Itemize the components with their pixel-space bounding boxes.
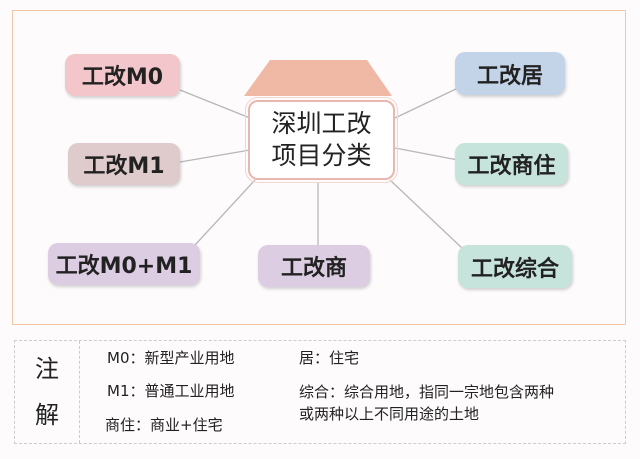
- center-title-box: 深圳工改 项目分类: [245, 97, 398, 183]
- node-ju: 工改居: [455, 52, 565, 95]
- node-shangzhu: 工改商住: [455, 143, 568, 185]
- node-zonghe: 工改综合: [458, 245, 572, 288]
- connector-ju: [394, 87, 459, 119]
- center-title-line-1: 深圳工改: [271, 109, 372, 138]
- legend-heading: 注 解: [15, 341, 80, 443]
- node-m0: 工改M0: [65, 54, 180, 96]
- legend-shangzhu: 商住：商业+住宅: [105, 416, 223, 434]
- legend-heading-2: 解: [35, 401, 59, 429]
- legend-box: 注 解 M0：新型产业用地 M1：普通工业用地 商住：商业+住宅 居：住宅 综合…: [14, 340, 626, 444]
- legend-zonghe-1: 综合：综合用地，指同一宗地包含两种: [299, 383, 555, 401]
- connector-zonghe: [389, 179, 463, 249]
- node-m0-m1: 工改M0+M1: [48, 243, 200, 285]
- roof-shape: [244, 60, 392, 96]
- legend-m1: M1：普通工业用地: [107, 382, 235, 400]
- legend-zonghe-2: 或两种以上不同用途的土地: [299, 405, 480, 423]
- connector-m0m1: [194, 179, 256, 246]
- legend-heading-1: 注: [35, 355, 59, 383]
- legend-m0: M0：新型产业用地: [107, 349, 235, 367]
- connector-m1: [179, 149, 251, 163]
- node-shang: 工改商: [258, 245, 370, 287]
- connector-m0: [179, 89, 251, 119]
- legend-ju: 居：住宅: [299, 349, 360, 367]
- node-m1: 工改M1: [68, 143, 180, 185]
- connector-shangzhu: [394, 147, 459, 161]
- diagram-frame: [12, 10, 626, 325]
- center-title-line-2: 项目分类: [271, 141, 372, 170]
